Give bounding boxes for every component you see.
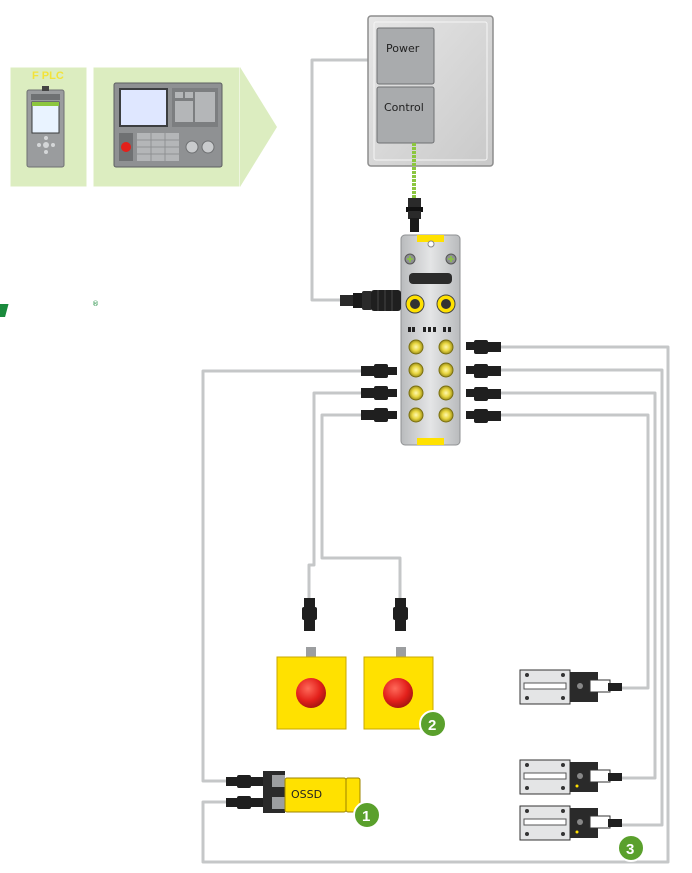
power-connector — [340, 290, 401, 311]
badge-1: 1 — [353, 801, 381, 829]
right-cable-3 — [498, 391, 657, 780]
ossd-label: OSSD — [291, 788, 322, 801]
badge-3: 3 — [617, 834, 645, 862]
control-unit — [376, 86, 435, 144]
right-cable-4 — [498, 413, 650, 690]
left-connectors — [361, 364, 397, 422]
profinet-logo: PROFI NET ® — [0, 300, 99, 333]
io-module — [400, 234, 461, 446]
control-label: Control — [384, 101, 424, 114]
power-unit — [376, 27, 435, 85]
connector-l2 — [361, 386, 397, 400]
badge-3-label: 3 — [626, 841, 634, 858]
badge-2-label: 2 — [428, 717, 436, 734]
safety-switch-1 — [519, 669, 622, 705]
power-cable — [310, 58, 379, 302]
registered-mark: ® — [92, 300, 99, 308]
ossd-sensor: OSSD — [226, 771, 361, 813]
profinet-text-1: PROFI — [22, 306, 63, 317]
estop-2 — [363, 598, 434, 730]
connector-l1 — [361, 364, 397, 378]
cables — [201, 58, 670, 864]
plc-area: F PLC — [9, 66, 277, 188]
estop-1 — [276, 598, 347, 730]
right-cable-1 — [201, 345, 670, 864]
connector-r1 — [466, 340, 501, 354]
right-connectors — [466, 340, 501, 423]
power-label: Power — [386, 42, 420, 55]
badge-2: 2 — [419, 710, 447, 738]
right-cable-2 — [498, 368, 664, 827]
flow-arrow-icon — [240, 67, 277, 187]
safety-switch-3 — [519, 805, 622, 841]
hmi-device — [113, 82, 223, 168]
connector-r4 — [466, 409, 501, 423]
estop2-cable — [320, 413, 402, 602]
plc-label: F PLC — [32, 70, 64, 82]
connector-l3 — [361, 408, 397, 422]
estop1-cable — [307, 391, 365, 602]
badge-1-label: 1 — [362, 808, 370, 825]
ossd-cable-top — [201, 369, 365, 783]
ethernet-connector — [406, 198, 423, 232]
safety-switch-2 — [519, 759, 622, 795]
plc-device — [26, 86, 65, 168]
control-cabinet: Power Control — [367, 15, 494, 167]
connector-r3 — [466, 387, 501, 401]
connector-r2 — [466, 364, 501, 378]
profinet-text-2: NET — [32, 322, 58, 333]
